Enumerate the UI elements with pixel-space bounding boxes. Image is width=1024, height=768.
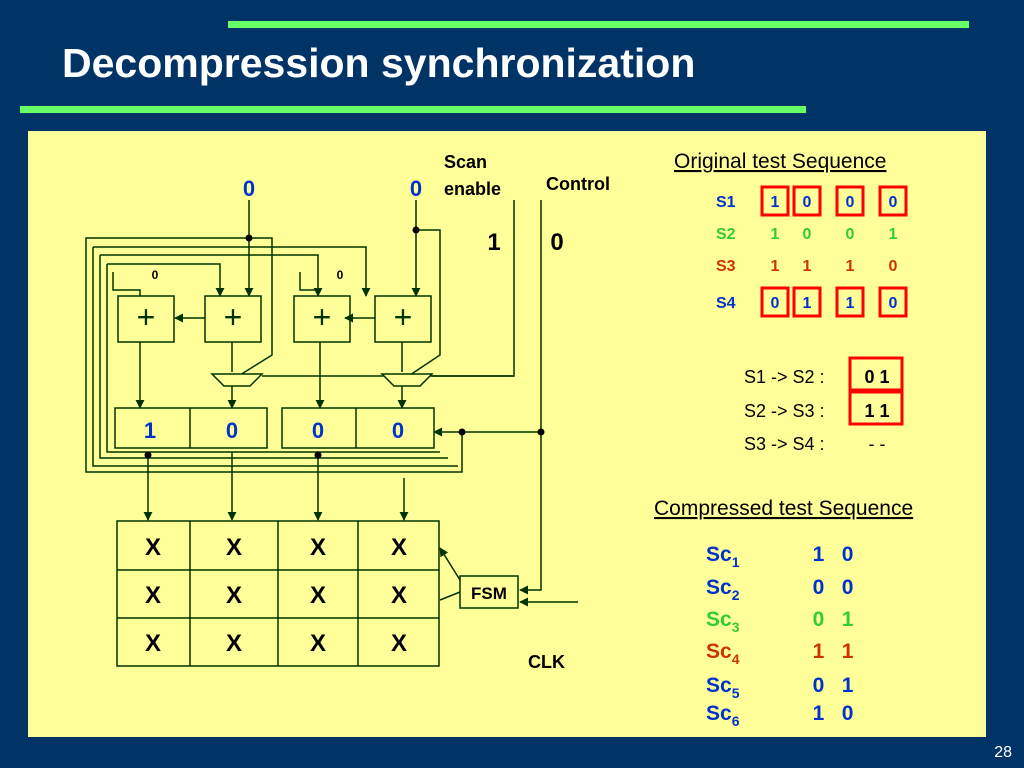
highlight-box	[792, 286, 822, 318]
transition-list: S1 -> S2 : 0 1 S2 -> S3 : 1 1 S3 -> S4 : - -	[744, 356, 904, 454]
compressed-sequence-table: Sc1 1 0 Sc2 0 0 Sc3 0 1 Sc4 1 1 Sc5 0 1 Sc6 1 0	[706, 543, 854, 729]
compressed-bits: 1 0	[813, 702, 854, 725]
xor-gates	[117, 295, 432, 343]
scan-enable-label: Scan	[444, 152, 487, 172]
register-bit: 0	[226, 418, 238, 443]
feedback-bit: 0	[337, 268, 344, 282]
shift-registers	[114, 407, 435, 449]
circuit-wires	[85, 200, 578, 607]
fsm-label: FSM	[471, 584, 507, 603]
compressed-row-label: Sc5	[706, 674, 740, 701]
scan-enable-label: enable	[444, 179, 501, 199]
compressed-bits: 0 1	[813, 674, 854, 697]
control-label: Control	[546, 174, 610, 194]
grid-cell: X	[145, 630, 161, 657]
sequence-bit: 1	[771, 226, 780, 243]
transition-value: 1 1	[864, 401, 889, 421]
input-bit: 0	[243, 176, 255, 201]
compressed-bits: 1 0	[813, 543, 854, 566]
transition-label: S3 -> S4 :	[744, 434, 825, 454]
grid-cell: X	[226, 582, 242, 609]
scan-chain-grid	[116, 520, 440, 667]
sequence-bit: 0	[846, 226, 855, 243]
compressed-sequence-title: Compressed test Sequence	[654, 497, 913, 520]
highlight-box	[760, 185, 790, 217]
sequence-bit: 0	[803, 226, 812, 243]
compressed-row-label: Sc1	[706, 543, 740, 570]
compressed-row-label: Sc2	[706, 576, 740, 603]
transition-value: 0 1	[864, 367, 889, 387]
sequence-bit: 1	[803, 295, 812, 312]
sequence-row-label: S3	[716, 258, 736, 275]
sequence-bit: 1	[889, 226, 898, 243]
fsm-box	[459, 575, 519, 609]
clk-label: CLK	[528, 652, 565, 672]
bottom-accent-bar	[20, 106, 806, 113]
input-bit: 0	[410, 176, 422, 201]
sequence-bit: 1	[771, 258, 780, 275]
sequence-bit: 1	[846, 295, 855, 312]
compressed-bits: 0 0	[813, 576, 854, 599]
scan-enable-value: 1	[487, 229, 500, 256]
feedback-bit: 0	[152, 268, 159, 282]
sequence-bit: 0	[846, 194, 855, 211]
sequence-bit: 0	[889, 258, 898, 275]
grid-cell: X	[145, 582, 161, 609]
multiplexers	[210, 373, 434, 387]
highlight-box	[760, 286, 790, 318]
page-number: 28	[994, 744, 1012, 761]
grid-cell: X	[310, 534, 326, 561]
grid-cell: X	[226, 534, 242, 561]
content-panel	[28, 131, 986, 737]
sequence-row-label: S2	[716, 226, 736, 243]
sequence-bit: 0	[771, 295, 780, 312]
sequence-bit: 0	[889, 194, 898, 211]
highlight-box	[835, 286, 865, 318]
grid-cell: X	[310, 582, 326, 609]
compressed-row-label: Sc6	[706, 702, 740, 729]
grid-cell: X	[391, 630, 407, 657]
highlight-box	[878, 286, 908, 318]
xor-symbol: +	[313, 299, 332, 335]
original-sequence-title: Original test Sequence	[674, 150, 886, 173]
highlight-box	[792, 185, 822, 217]
highlight-box	[848, 390, 904, 426]
sequence-bit: 1	[846, 258, 855, 275]
compressed-row-label: Sc4	[706, 640, 740, 667]
register-bit: 0	[392, 418, 404, 443]
grid-cell: X	[391, 534, 407, 561]
highlight-box	[835, 185, 865, 217]
xor-symbol: +	[394, 299, 413, 335]
compressed-row-label: Sc3	[706, 608, 740, 635]
register-bit: 0	[312, 418, 324, 443]
grid-cell: X	[145, 534, 161, 561]
top-accent-bar	[228, 21, 969, 28]
transition-label: S1 -> S2 :	[744, 367, 825, 387]
xor-symbol: +	[137, 299, 156, 335]
sequence-bit: 1	[771, 194, 780, 211]
highlight-box	[878, 185, 908, 217]
transition-label: S2 -> S3 :	[744, 401, 825, 421]
xor-symbol: +	[224, 299, 243, 335]
grid-cell: X	[226, 630, 242, 657]
register-bit: 1	[144, 418, 156, 443]
grid-cell: X	[391, 582, 407, 609]
slide-title: Decompression synchronization	[62, 40, 696, 86]
grid-cell: X	[310, 630, 326, 657]
sequence-row-label: S1	[716, 194, 736, 211]
control-value: 0	[550, 229, 563, 256]
compressed-bits: 1 1	[813, 640, 854, 663]
sequence-row-label: S4	[716, 295, 736, 312]
junction-dots	[144, 226, 545, 459]
sequence-bit: 1	[803, 258, 812, 275]
sequence-bit: 0	[803, 194, 812, 211]
sequence-bit: 0	[889, 295, 898, 312]
highlight-box	[848, 356, 904, 392]
transition-value: - -	[869, 434, 886, 454]
compressed-bits: 0 1	[813, 608, 854, 631]
